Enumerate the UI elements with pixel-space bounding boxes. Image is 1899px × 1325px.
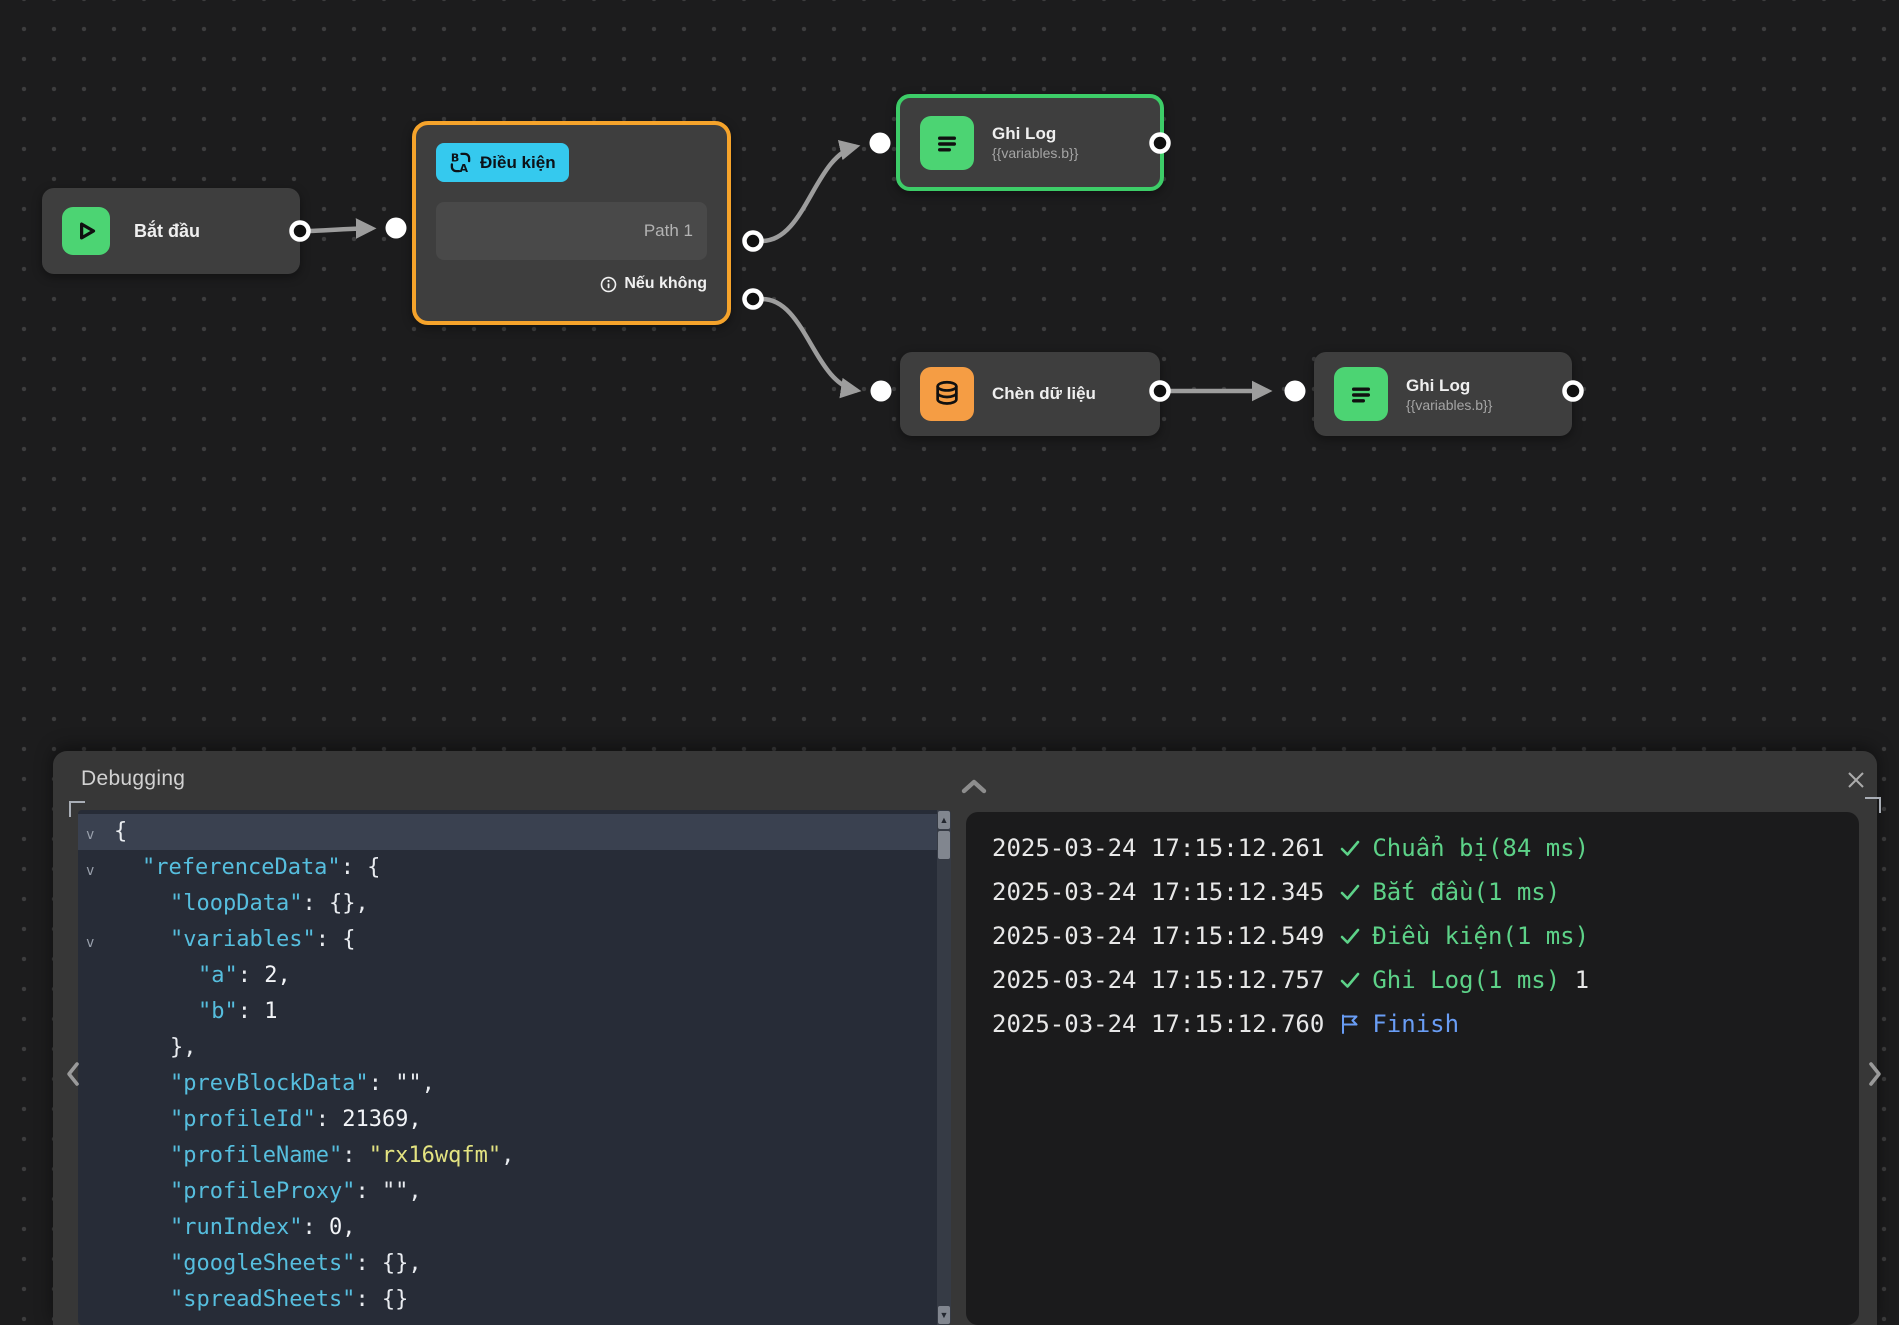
json-line: "spreadSheets": {} <box>78 1282 937 1318</box>
log-message: Điều kiện(1 ms) <box>1372 914 1589 958</box>
json-line: v"referenceData": { <box>78 850 937 886</box>
log-message: Chuẩn bị(84 ms) <box>1372 826 1589 870</box>
info-icon <box>600 276 617 293</box>
condition-path-row[interactable]: Path 1 <box>436 202 707 260</box>
flag-icon <box>1338 1012 1362 1036</box>
json-line: }, <box>78 1030 937 1066</box>
port-condition-in[interactable] <box>386 218 407 239</box>
node-start[interactable]: Bắt đầu <box>42 188 300 274</box>
check-icon <box>1338 924 1362 948</box>
collapse-arrow-icon[interactable]: v <box>86 925 106 961</box>
collapse-arrow-icon[interactable]: v <box>86 853 106 889</box>
log-message: Ghi Log(1 ms) <box>1372 958 1560 1002</box>
port-logtop-in[interactable] <box>870 133 891 154</box>
condition-icon: B A <box>449 151 472 174</box>
scrollbar-thumb[interactable] <box>938 831 950 859</box>
log-output[interactable]: 2025-03-24 17:15:12.261 Chuẩn bị(84 ms)2… <box>966 812 1859 1325</box>
log-line: 2025-03-24 17:15:12.345 Bắt đầu(1 ms) <box>992 870 1859 914</box>
condition-path-label: Path 1 <box>644 221 693 241</box>
play-icon <box>62 207 110 255</box>
json-line: "profileName": "rx16wqfm", <box>78 1138 937 1174</box>
check-icon <box>1338 836 1362 860</box>
condition-else-row[interactable]: Nếu không <box>436 275 707 293</box>
collapse-arrow-icon[interactable]: v <box>86 817 106 853</box>
log-timestamp: 2025-03-24 17:15:12.757 <box>992 958 1324 1002</box>
edge-start-condition[interactable] <box>309 228 372 231</box>
json-scrollbar[interactable]: ▲ ▼ <box>937 810 951 1325</box>
node-log-bottom-subtitle: {{variables.b}} <box>1406 396 1492 414</box>
scroll-up-icon[interactable]: ▲ <box>938 811 950 829</box>
json-rows: v{v"referenceData": {"loopData": {},v"va… <box>78 814 937 1318</box>
log-timestamp: 2025-03-24 17:15:12.261 <box>992 826 1324 870</box>
database-icon <box>920 367 974 421</box>
scroll-down-icon[interactable]: ▼ <box>938 1306 950 1324</box>
log-lines-icon <box>1334 367 1388 421</box>
edge-else-insert[interactable] <box>762 299 857 391</box>
node-start-label: Bắt đầu <box>134 221 200 242</box>
log-panel-corner-mark <box>1865 797 1881 813</box>
port-logbottom-in[interactable] <box>1285 381 1306 402</box>
condition-badge-label: Điều kiện <box>480 153 556 173</box>
node-insert-data[interactable]: Chèn dữ liệu <box>900 352 1160 436</box>
node-insert-label: Chèn dữ liệu <box>992 384 1096 404</box>
node-condition[interactable]: B A Điều kiện Path 1 Nếu không <box>412 121 731 325</box>
json-line: "profileProxy": "", <box>78 1174 937 1210</box>
log-message: Bắt đầu(1 ms) <box>1372 870 1560 914</box>
json-viewer[interactable]: v{v"referenceData": {"loopData": {},v"va… <box>78 810 951 1325</box>
check-icon <box>1338 880 1362 904</box>
json-line: "runIndex": 0, <box>78 1210 937 1246</box>
debug-panel-title: Debugging <box>81 767 185 791</box>
log-line: 2025-03-24 17:15:12.760 Finish <box>992 1002 1859 1046</box>
log-timestamp: 2025-03-24 17:15:12.345 <box>992 870 1324 914</box>
log-line: 2025-03-24 17:15:12.261 Chuẩn bị(84 ms) <box>992 826 1859 870</box>
condition-badge: B A Điều kiện <box>436 143 569 182</box>
json-line: v"variables": { <box>78 922 937 958</box>
svg-text:A: A <box>460 162 469 174</box>
port-path1-out[interactable] <box>745 233 762 250</box>
collapse-panel-chevron-icon[interactable] <box>961 779 987 799</box>
node-log-bottom-title: Ghi Log <box>1406 375 1492 396</box>
json-line: "a": 2, <box>78 958 937 994</box>
condition-else-label: Nếu không <box>624 275 707 293</box>
node-ghi-log-top[interactable]: Ghi Log {{variables.b}} <box>896 94 1164 191</box>
log-extra: 1 <box>1560 958 1589 1002</box>
check-icon <box>1338 968 1362 992</box>
node-log-top-subtitle: {{variables.b}} <box>992 144 1078 162</box>
log-lines-icon <box>920 116 974 170</box>
json-line: "prevBlockData": "", <box>78 1066 937 1102</box>
log-message: Finish <box>1372 1002 1459 1046</box>
port-insert-in[interactable] <box>871 381 892 402</box>
svg-text:B: B <box>451 152 459 165</box>
json-line: "loopData": {}, <box>78 886 937 922</box>
json-line: "profileId": 21369, <box>78 1102 937 1138</box>
log-timestamp: 2025-03-24 17:15:12.760 <box>992 1002 1324 1046</box>
edge-path1-logtop[interactable] <box>762 147 856 242</box>
debug-panel: Debugging v{v"referenceData": {"loopData… <box>53 751 1877 1325</box>
panel-left-chevron-icon[interactable] <box>65 1061 81 1092</box>
json-line: v{ <box>78 814 937 850</box>
close-icon[interactable] <box>1843 767 1869 793</box>
log-line: 2025-03-24 17:15:12.549 Điều kiện(1 ms) <box>992 914 1859 958</box>
port-else-out[interactable] <box>745 291 762 308</box>
log-line: 2025-03-24 17:15:12.757 Ghi Log(1 ms) 1 <box>992 958 1859 1002</box>
log-timestamp: 2025-03-24 17:15:12.549 <box>992 914 1324 958</box>
node-log-top-title: Ghi Log <box>992 123 1078 144</box>
json-line: "b": 1 <box>78 994 937 1030</box>
json-line: "googleSheets": {}, <box>78 1246 937 1282</box>
panel-right-chevron-icon[interactable] <box>1867 1061 1883 1092</box>
node-ghi-log-bottom[interactable]: Ghi Log {{variables.b}} <box>1314 352 1572 436</box>
